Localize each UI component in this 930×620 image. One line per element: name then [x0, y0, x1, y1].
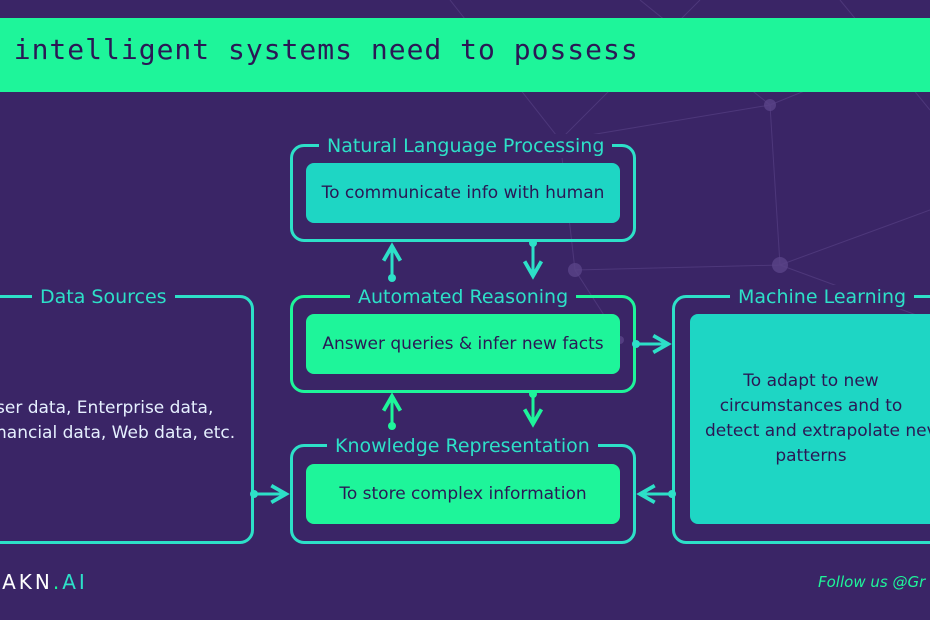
nlp-text: To communicate info with human — [306, 163, 620, 223]
ml-label: Machine Learning — [730, 285, 915, 309]
reasoning-text: Answer queries & infer new facts — [306, 314, 620, 374]
ml-line-1: To adapt to new — [743, 371, 879, 391]
arrow-icon — [522, 239, 544, 280]
arrow-icon — [250, 483, 290, 505]
ml-panel: To adapt to new circumstances and to det… — [690, 314, 930, 524]
logo-dot: . — [52, 570, 63, 594]
logo-main: RAKN — [0, 570, 53, 594]
reasoning-label: Automated Reasoning — [350, 285, 577, 309]
ml-line-3: detect and extrapolate nev — [705, 421, 930, 441]
logo-ai: AI — [62, 570, 88, 594]
arrow-icon — [522, 390, 544, 428]
data-sources-line-1: ser data, Enterprise data, — [0, 398, 214, 418]
arrow-icon — [381, 242, 403, 282]
data-sources-label: Data Sources — [32, 285, 175, 309]
banner-title: t intelligent systems need to possess — [0, 33, 639, 66]
data-sources-line-2: nancial data, Web data, etc. — [0, 423, 236, 443]
arrow-icon — [632, 333, 672, 355]
knowledge-label: Knowledge Representation — [327, 434, 598, 458]
arrow-icon — [636, 483, 676, 505]
nlp-label: Natural Language Processing — [319, 134, 613, 158]
grakn-logo: RAKN.AI — [0, 570, 88, 594]
title-banner — [0, 18, 930, 92]
ml-line-4: patterns — [775, 446, 847, 466]
follow-us-text: Follow us @Gr — [818, 573, 926, 591]
ml-line-2: circumstances and to — [719, 396, 903, 416]
knowledge-text: To store complex information — [306, 464, 620, 524]
arrow-icon — [381, 392, 403, 430]
